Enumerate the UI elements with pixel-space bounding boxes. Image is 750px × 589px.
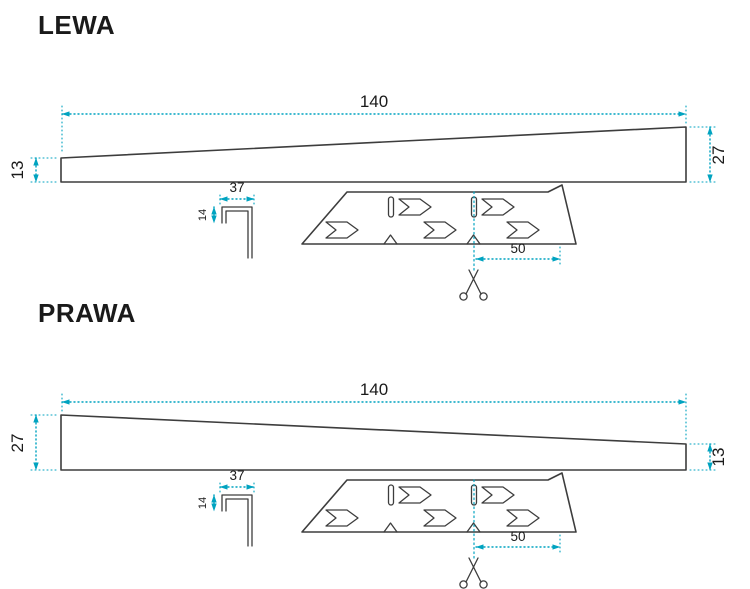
clip-width-value: 37 (229, 180, 244, 195)
clip-profile-outer (221, 206, 253, 259)
scissors-icon (459, 557, 488, 589)
length-dimension: 140 (61, 380, 687, 441)
arrow-symbol-icon (325, 221, 359, 239)
cut-spacing-value: 50 (510, 241, 525, 256)
scissors-blade (468, 269, 482, 295)
clip-width-value: 37 (229, 468, 244, 483)
bottom-notch (383, 522, 398, 533)
clip-profile-inner (225, 210, 249, 259)
left-height-dimension: 13 (8, 157, 57, 183)
scissors-handle (479, 292, 488, 301)
scissors-handle (459, 580, 468, 589)
bottom-notch (383, 234, 398, 245)
slot-cutout (387, 484, 395, 506)
arrow-symbol-icon (423, 509, 457, 527)
arrow-symbol-icon (423, 221, 457, 239)
bottom-notch (466, 522, 481, 533)
section-prawa: PRAWA 140 27 13 37 (8, 298, 728, 589)
scissors-handle (479, 580, 488, 589)
right-height-value: 13 (709, 448, 728, 467)
perforated-strip (301, 184, 577, 271)
arrow-symbol-icon (325, 509, 359, 527)
right-height-value: 27 (709, 146, 728, 165)
bottom-notch (466, 234, 481, 245)
length-value: 140 (360, 92, 388, 111)
clip-detail: 37 14 (197, 180, 255, 259)
clip-profile-inner (225, 498, 249, 547)
clip-detail: 37 14 (197, 468, 255, 547)
left-height-value: 27 (8, 434, 27, 453)
strip-outline (301, 472, 577, 533)
cut-spacing-value: 50 (510, 529, 525, 544)
slot-cutout (387, 196, 395, 218)
perforated-strip (301, 472, 577, 559)
arrow-symbol-icon (481, 198, 515, 216)
wedge-profile-outline (60, 126, 687, 183)
cut-spacing-dimension: 50 (475, 529, 561, 554)
left-height-value: 13 (8, 161, 27, 180)
right-height-dimension: 27 (689, 126, 728, 183)
clip-height-value: 14 (197, 497, 209, 509)
scissors-handle (459, 292, 468, 301)
wedge-profile-outline (60, 414, 687, 471)
scissors-icon (459, 269, 488, 301)
arrow-symbol-icon (506, 509, 540, 527)
section-lewa: LEWA 140 13 27 37 (8, 10, 728, 301)
strip-outline (301, 184, 577, 245)
section-title-prawa: PRAWA (38, 298, 136, 328)
clip-height-value: 14 (197, 209, 209, 221)
arrow-symbol-icon (398, 486, 432, 504)
scissors-blade (468, 557, 482, 583)
cut-spacing-dimension: 50 (475, 241, 561, 266)
arrow-symbol-icon (481, 486, 515, 504)
right-height-dimension: 13 (689, 443, 728, 471)
left-height-dimension: 27 (8, 414, 57, 471)
length-dimension: 140 (61, 92, 687, 155)
arrow-symbol-icon (398, 198, 432, 216)
arrow-symbol-icon (506, 221, 540, 239)
section-title-lewa: LEWA (38, 10, 115, 40)
clip-profile-outer (221, 494, 253, 547)
scissors-blade (465, 557, 479, 583)
scissors-blade (465, 269, 479, 295)
length-value: 140 (360, 380, 388, 399)
